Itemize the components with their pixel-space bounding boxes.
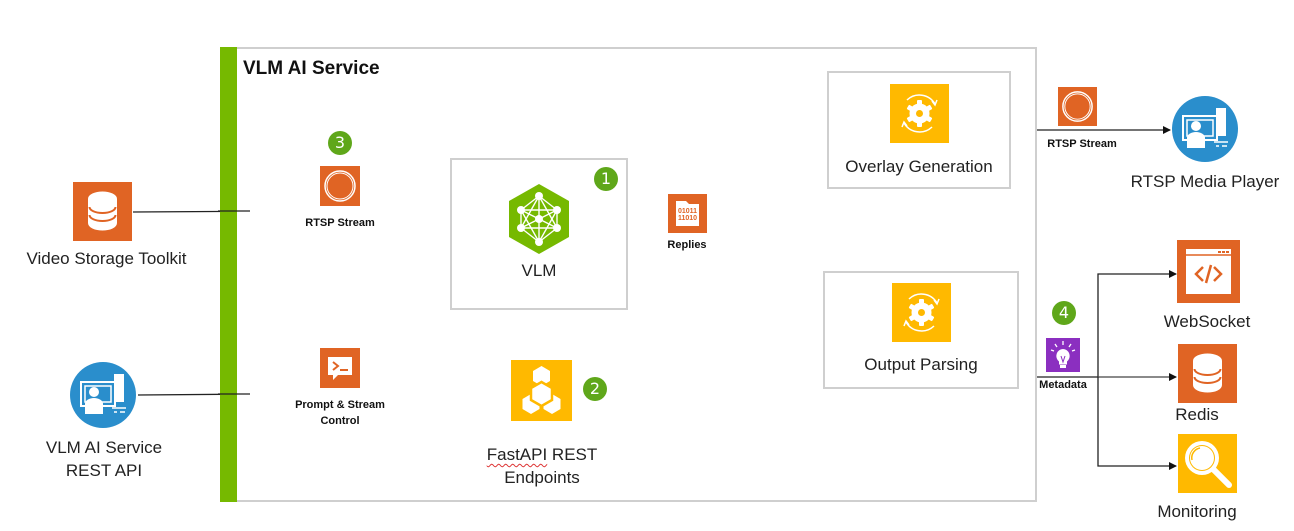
parsing-label: Output Parsing: [864, 355, 978, 374]
container-green-bar: [220, 47, 237, 502]
magnifier-icon: [1185, 441, 1232, 488]
binary-file-icon: [676, 201, 699, 226]
lightbulb-icon: [1050, 341, 1076, 368]
binary-line2: 11010: [677, 215, 698, 222]
binary-line1: 01011: [677, 208, 698, 215]
step-badge-3: 3: [328, 131, 352, 155]
step-badge-4: 4: [1052, 301, 1076, 325]
metadata-label: Metadata: [1039, 379, 1087, 391]
hexagon-cluster-icon: [522, 366, 561, 414]
play-icon: [1062, 91, 1093, 122]
gear-cycle-icon: [901, 94, 938, 133]
prompt-label-line1: Prompt & Stream: [295, 399, 385, 411]
container-title: VLM AI Service: [243, 58, 380, 79]
gear-cycle-icon: [903, 293, 940, 332]
code-window-icon: [1186, 249, 1231, 294]
video-storage-tile[interactable]: [73, 182, 132, 241]
fastapi-label-line1: FastAPI REST: [462, 444, 622, 466]
websocket-tile[interactable]: [1177, 240, 1240, 303]
vlm-label: VLM: [521, 261, 557, 280]
play-icon: [324, 170, 356, 202]
replies-tile: 01011 11010: [668, 194, 707, 233]
media-player-label: RTSP Media Player: [1130, 172, 1280, 191]
parsing-icon-tile: [892, 283, 951, 342]
metadata-tile: [1046, 338, 1080, 372]
rtsp-in-label: RTSP Stream: [305, 217, 375, 229]
vlm-icon-tile: [507, 184, 571, 254]
fastapi-label-line2: Endpoints: [504, 468, 580, 487]
rtsp-out-label: RTSP Stream: [1047, 138, 1117, 150]
replies-label: Replies: [667, 239, 707, 251]
fastapi-tile[interactable]: [511, 360, 572, 421]
prompt-label-line2: Control: [320, 415, 360, 427]
monitoring-label: Monitoring: [1157, 502, 1237, 521]
media-player-tile[interactable]: [1172, 96, 1238, 162]
database-icon: [1193, 353, 1222, 393]
step-badge-1: 1: [594, 167, 618, 191]
rtsp-in-tile: [320, 166, 360, 206]
neural-network-icon: [509, 184, 569, 254]
monitoring-tile[interactable]: [1178, 434, 1237, 493]
terminal-chat-icon: [328, 357, 352, 380]
redis-label: Redis: [1175, 405, 1219, 424]
edge-metadata-to-websocket: [1097, 270, 1177, 377]
database-icon: [88, 191, 117, 231]
websocket-label: WebSocket: [1163, 312, 1251, 331]
redis-tile[interactable]: [1178, 344, 1237, 403]
rest-api-label-line1: VLM AI Service: [45, 438, 163, 457]
edge-metadata-to-monitoring: [1097, 377, 1177, 470]
step-badge-2: 2: [583, 377, 607, 401]
fastapi-label-rest: REST: [547, 445, 598, 464]
rest-api-label-line2: REST API: [65, 461, 143, 480]
overlay-label: Overlay Generation: [845, 157, 993, 176]
video-storage-label: Video Storage Toolkit: [26, 249, 187, 268]
user-workstation-icon: [70, 362, 136, 428]
fastapi-label-word: FastAPI: [486, 445, 548, 464]
prompt-tile: [320, 348, 360, 388]
rest-api-client-tile[interactable]: [70, 362, 136, 428]
user-workstation-icon: [1172, 96, 1238, 162]
rtsp-out-tile: [1058, 87, 1097, 126]
overlay-icon-tile: [890, 84, 949, 143]
